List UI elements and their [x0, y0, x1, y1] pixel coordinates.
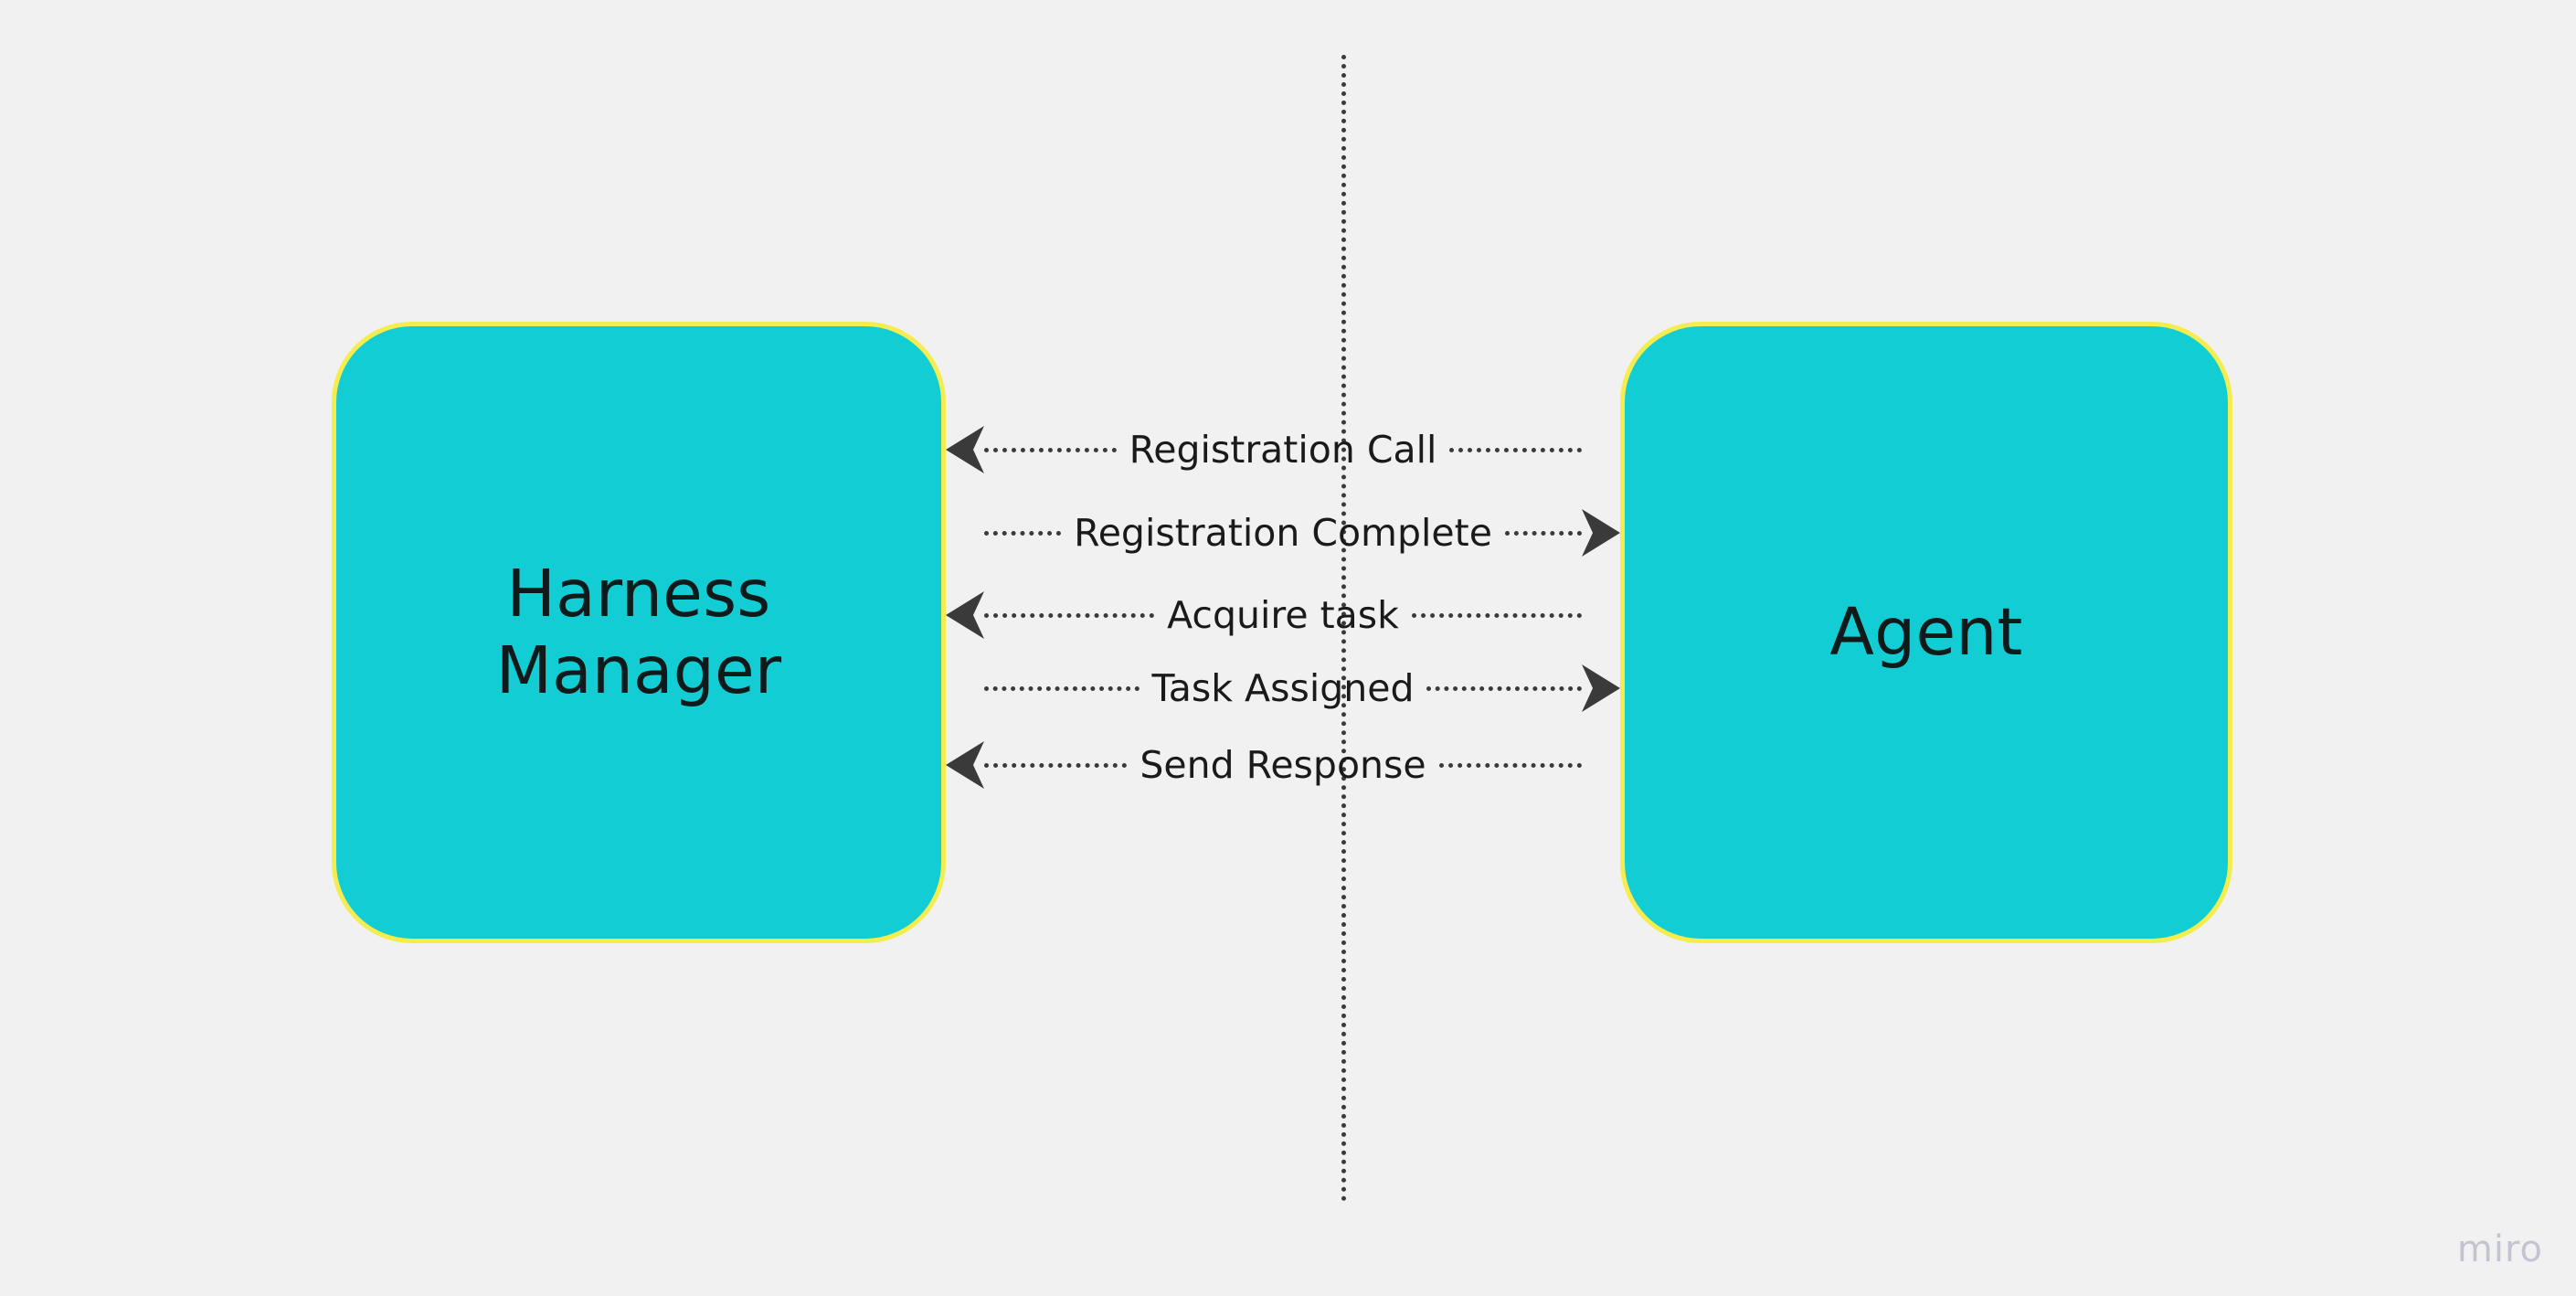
- message-line-right: [1411, 612, 1583, 618]
- message-line-left: [984, 447, 1117, 452]
- message-label-5: Send Response: [1140, 742, 1426, 787]
- message-label-2: Registration Complete: [1074, 510, 1492, 555]
- vertical-dotted-divider: [1341, 55, 1346, 1202]
- message-line-right: [1449, 447, 1582, 452]
- node-harness-manager[interactable]: Harness Manager: [332, 322, 946, 943]
- arrowhead-left-icon: [946, 741, 984, 789]
- message-row-5[interactable]: Send Response: [946, 736, 1620, 794]
- message-line-left: [984, 762, 1128, 768]
- node-agent[interactable]: Agent: [1620, 322, 2232, 943]
- miro-watermark: miro: [2456, 1228, 2543, 1270]
- arrowhead-right-icon: [1582, 664, 1621, 712]
- message-line-left: [984, 530, 1062, 536]
- message-line-left: [984, 612, 1155, 618]
- message-label-4: Task Assigned: [1151, 665, 1415, 710]
- message-row-4[interactable]: Task Assigned: [946, 659, 1621, 717]
- message-label-1: Registration Call: [1129, 427, 1437, 472]
- arrowhead-left-icon: [946, 426, 984, 473]
- message-label-3: Acquire task: [1167, 592, 1399, 637]
- message-row-2[interactable]: Registration Complete: [946, 504, 1620, 562]
- message-row-1[interactable]: Registration Call: [946, 420, 1620, 479]
- message-line-right: [1504, 530, 1582, 536]
- message-line-right: [1426, 685, 1583, 691]
- arrowhead-right-icon: [1582, 509, 1620, 557]
- node-harness-manager-label: Harness Manager: [495, 556, 782, 708]
- message-line-right: [1438, 762, 1582, 768]
- node-agent-label: Agent: [1829, 594, 2023, 671]
- message-row-3[interactable]: Acquire task: [946, 586, 1620, 644]
- message-line-left: [984, 685, 1140, 691]
- arrowhead-left-icon: [946, 591, 984, 639]
